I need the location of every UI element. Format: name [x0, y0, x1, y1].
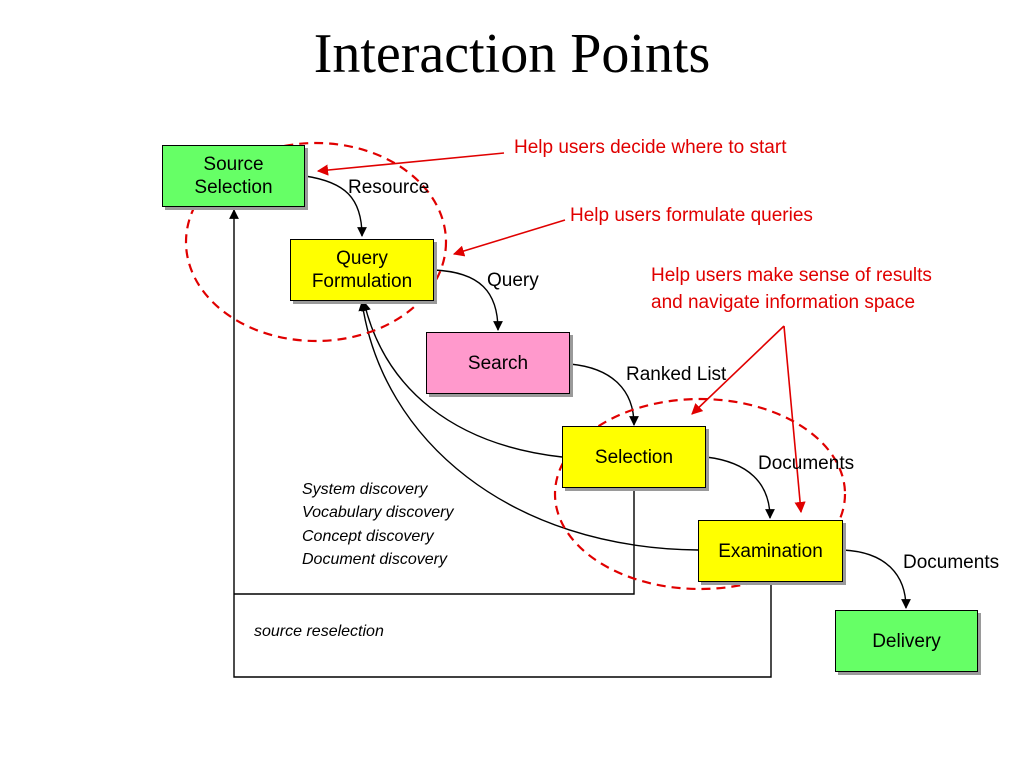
ranked-list-label: Ranked List [626, 364, 727, 385]
arrow-selection-to-examination [705, 456, 775, 519]
annotation-arrow-where-to-start [316, 152, 505, 176]
arrow-source-to-query [304, 175, 367, 237]
discovery-item: Concept discovery [302, 528, 434, 545]
annotation-arrow-selection [691, 325, 785, 415]
query-label: Query [487, 270, 539, 291]
annotation-arrow-examination [783, 325, 806, 514]
interaction-region-bottom [553, 397, 847, 591]
search-box: Search [426, 332, 570, 394]
annotation-make-sense-line1: Help users make sense of results [651, 265, 932, 286]
feedback-examination-to-query [358, 301, 699, 551]
reselection-loop-inner [234, 488, 635, 595]
annotation-arrow-formulate [452, 219, 566, 257]
documents-label-1: Documents [758, 453, 855, 474]
discovery-item: System discovery [302, 481, 428, 498]
discovery-item: Document discovery [302, 551, 447, 568]
page-title: Interaction Points [313, 23, 711, 85]
arrow-query-to-search [433, 269, 503, 331]
delivery-box: Delivery [835, 610, 978, 672]
annotation-where-to-start: Help users decide where to start [514, 137, 787, 158]
resource-label: Resource [348, 177, 430, 198]
selection-box: Selection [562, 426, 706, 488]
examination-box: Examination [698, 520, 843, 582]
annotation-formulate-queries: Help users formulate queries [570, 205, 813, 226]
discovery-item: Vocabulary discovery [302, 504, 454, 521]
annotation-make-sense-line2: and navigate information space [651, 292, 916, 313]
source-selection-box: Source Selection [162, 145, 305, 207]
source-reselection-label: source reselection [254, 623, 384, 640]
reselection-loop-outer [229, 209, 772, 678]
interaction-region-top [184, 141, 448, 343]
arrow-examination-to-delivery [842, 549, 911, 609]
feedback-selection-to-query [361, 301, 563, 458]
arrow-search-to-selection [569, 363, 639, 426]
query-formulation-box: Query Formulation [290, 239, 434, 301]
documents-label-2: Documents [903, 552, 1000, 573]
